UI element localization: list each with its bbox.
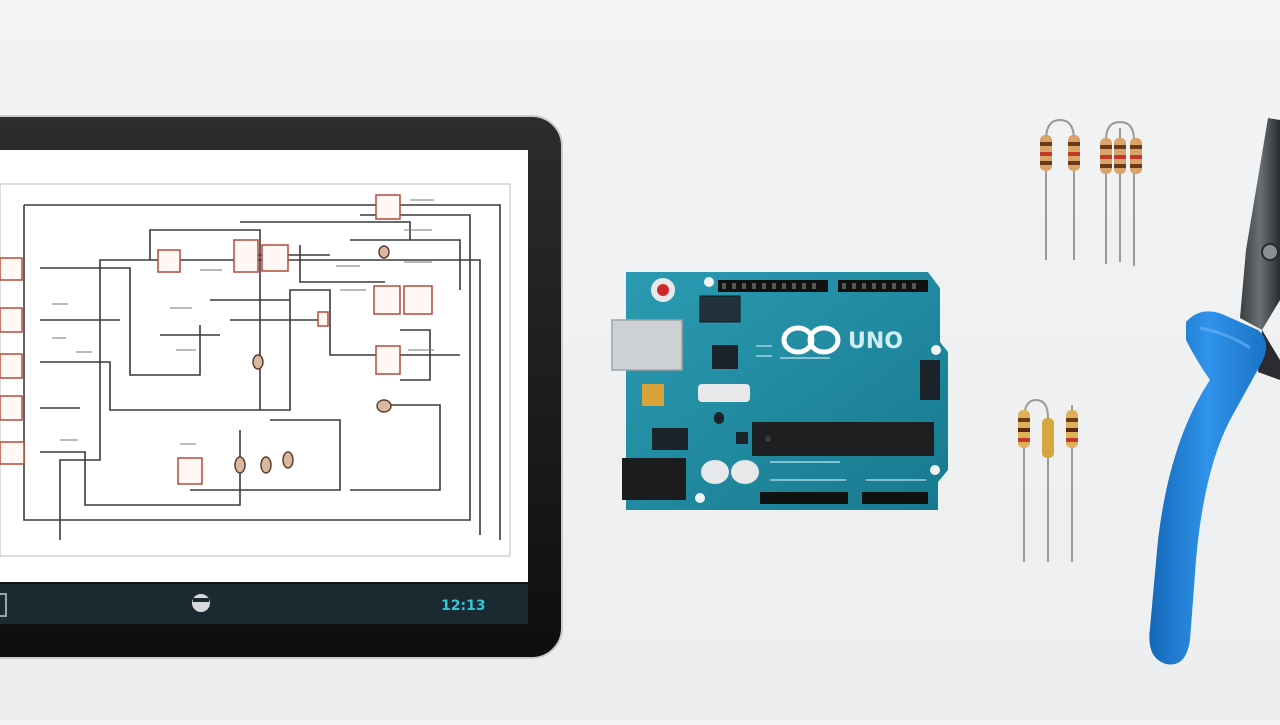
pliers-handle bbox=[1149, 311, 1267, 665]
tablet-bottom-bar bbox=[0, 584, 528, 624]
usb-port bbox=[611, 319, 683, 371]
resistors-bottom bbox=[1018, 398, 1078, 562]
home-button-icon[interactable] bbox=[192, 594, 210, 612]
reset-button bbox=[657, 284, 669, 296]
pliers-pivot bbox=[1261, 243, 1279, 261]
schematic-diagram bbox=[0, 183, 511, 557]
pliers-jaw bbox=[1240, 118, 1280, 330]
power-jack bbox=[622, 458, 686, 500]
microcontroller-chip bbox=[752, 422, 934, 456]
back-icon[interactable] bbox=[0, 593, 7, 617]
resistor bbox=[1042, 418, 1054, 458]
resistors-top bbox=[1040, 118, 1142, 266]
arduino-board: UNO bbox=[611, 272, 948, 510]
arduino-logo-text: UNO bbox=[848, 329, 903, 354]
pliers bbox=[1149, 118, 1280, 665]
tablet-status-text: 12:13 bbox=[441, 598, 486, 614]
arduino-logo-icon bbox=[781, 325, 841, 355]
tablet: 12:13 bbox=[0, 115, 563, 659]
